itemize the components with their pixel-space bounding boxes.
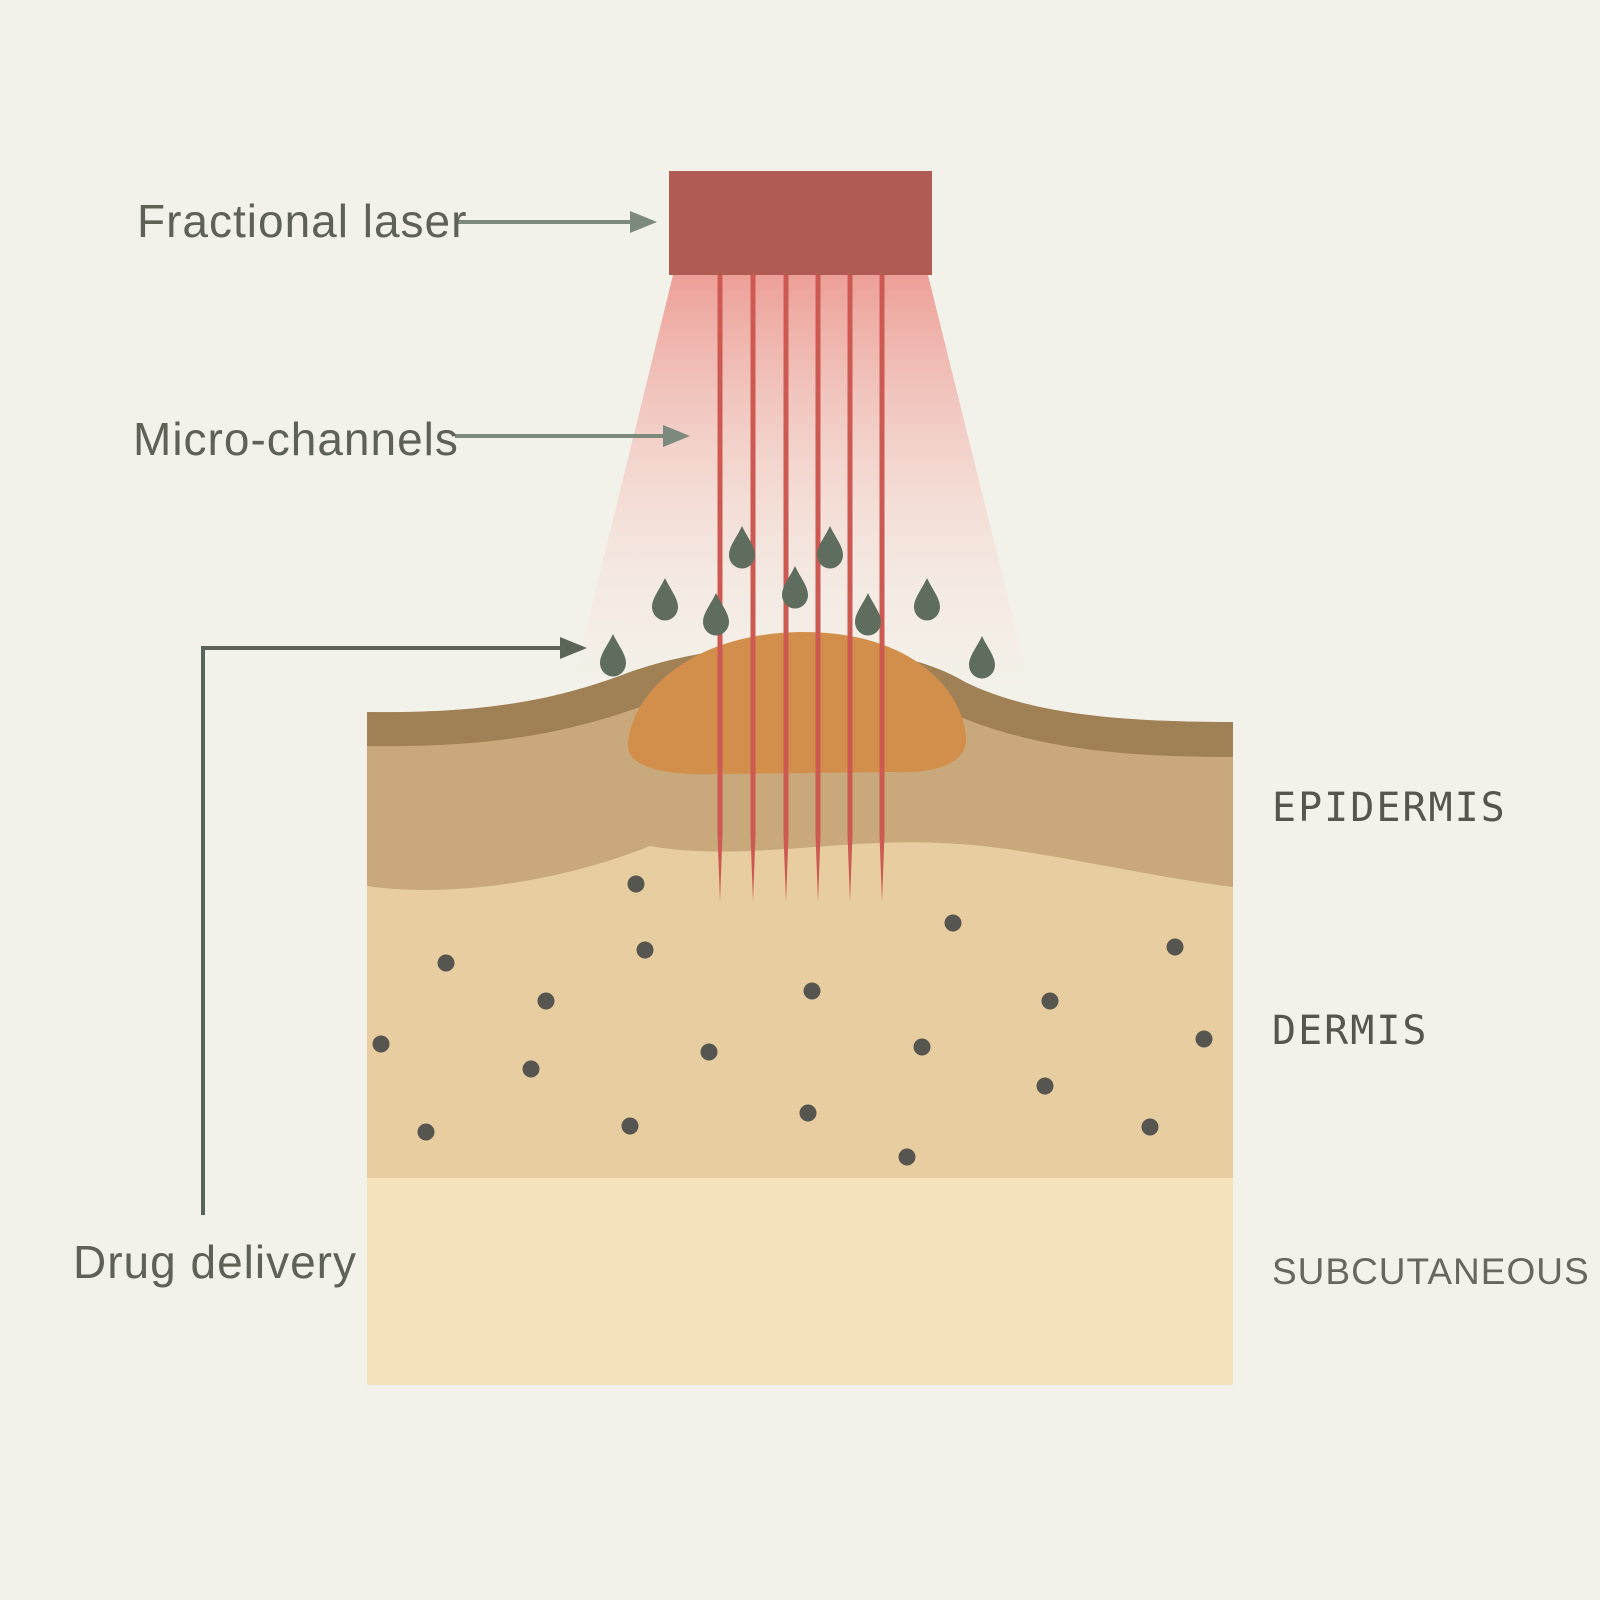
drug-delivery-label: Drug delivery — [73, 1236, 357, 1288]
dermis-dot — [437, 954, 455, 972]
dermis-dot — [1166, 938, 1184, 956]
droplet-icon — [782, 566, 808, 609]
laser-line — [750, 275, 756, 902]
laser-line — [847, 275, 853, 902]
droplet-icon — [600, 634, 626, 677]
droplet-icon — [703, 593, 729, 636]
fractional-laser-arrow — [458, 211, 657, 233]
fractional-laser-label: Fractional laser — [137, 195, 468, 247]
skin-surface-band — [367, 645, 1233, 757]
laser-line — [879, 275, 885, 902]
arrow-head-icon — [630, 211, 657, 233]
micro-channels-arrow — [455, 425, 690, 447]
droplet-icon — [817, 526, 843, 569]
epidermis-label: EPIDERMIS — [1272, 785, 1507, 831]
dermis-dot — [944, 914, 962, 932]
dermis-dot — [621, 1117, 639, 1135]
subcutaneous-layer — [367, 1178, 1233, 1385]
dermis-dot — [803, 982, 821, 1000]
arrow-head-icon — [560, 637, 587, 659]
droplet-icon — [914, 578, 940, 621]
dermis-dot — [1141, 1118, 1159, 1136]
drug-delivery-arrow — [201, 637, 587, 1215]
dermis-dot — [537, 992, 555, 1010]
drug-droplets — [600, 526, 995, 679]
laser-lines — [717, 275, 885, 902]
dermis-dot — [522, 1060, 540, 1078]
droplet-icon — [729, 526, 755, 569]
dermis-dot — [700, 1043, 718, 1061]
dermis-dot — [372, 1035, 390, 1053]
dermis-dot — [1041, 992, 1059, 1010]
dermis-label: DERMIS — [1272, 1008, 1429, 1054]
laser-line — [717, 275, 723, 902]
dermis-dot — [1036, 1077, 1054, 1095]
subcutaneous-label: SUBCUTANEOUS — [1272, 1251, 1590, 1292]
micro-channels-label: Micro-channels — [133, 413, 459, 465]
droplet-icon — [652, 578, 678, 621]
droplet-icon — [969, 636, 995, 679]
dermis-dot — [898, 1148, 916, 1166]
dermis-dot — [417, 1123, 435, 1141]
dermis-dot — [913, 1038, 931, 1056]
dermis-dot — [627, 875, 645, 893]
laser-line — [815, 275, 821, 902]
fractional-laser-device — [669, 171, 932, 275]
dermis-dot — [636, 941, 654, 959]
dermis-dot — [799, 1104, 817, 1122]
dermis-dots — [372, 875, 1213, 1166]
laser-beam-cone — [570, 275, 1032, 695]
droplet-icon — [855, 593, 881, 636]
arrow-head-icon — [663, 425, 690, 447]
dermis-dot — [1195, 1030, 1213, 1048]
arrow-shaft — [201, 646, 562, 1215]
